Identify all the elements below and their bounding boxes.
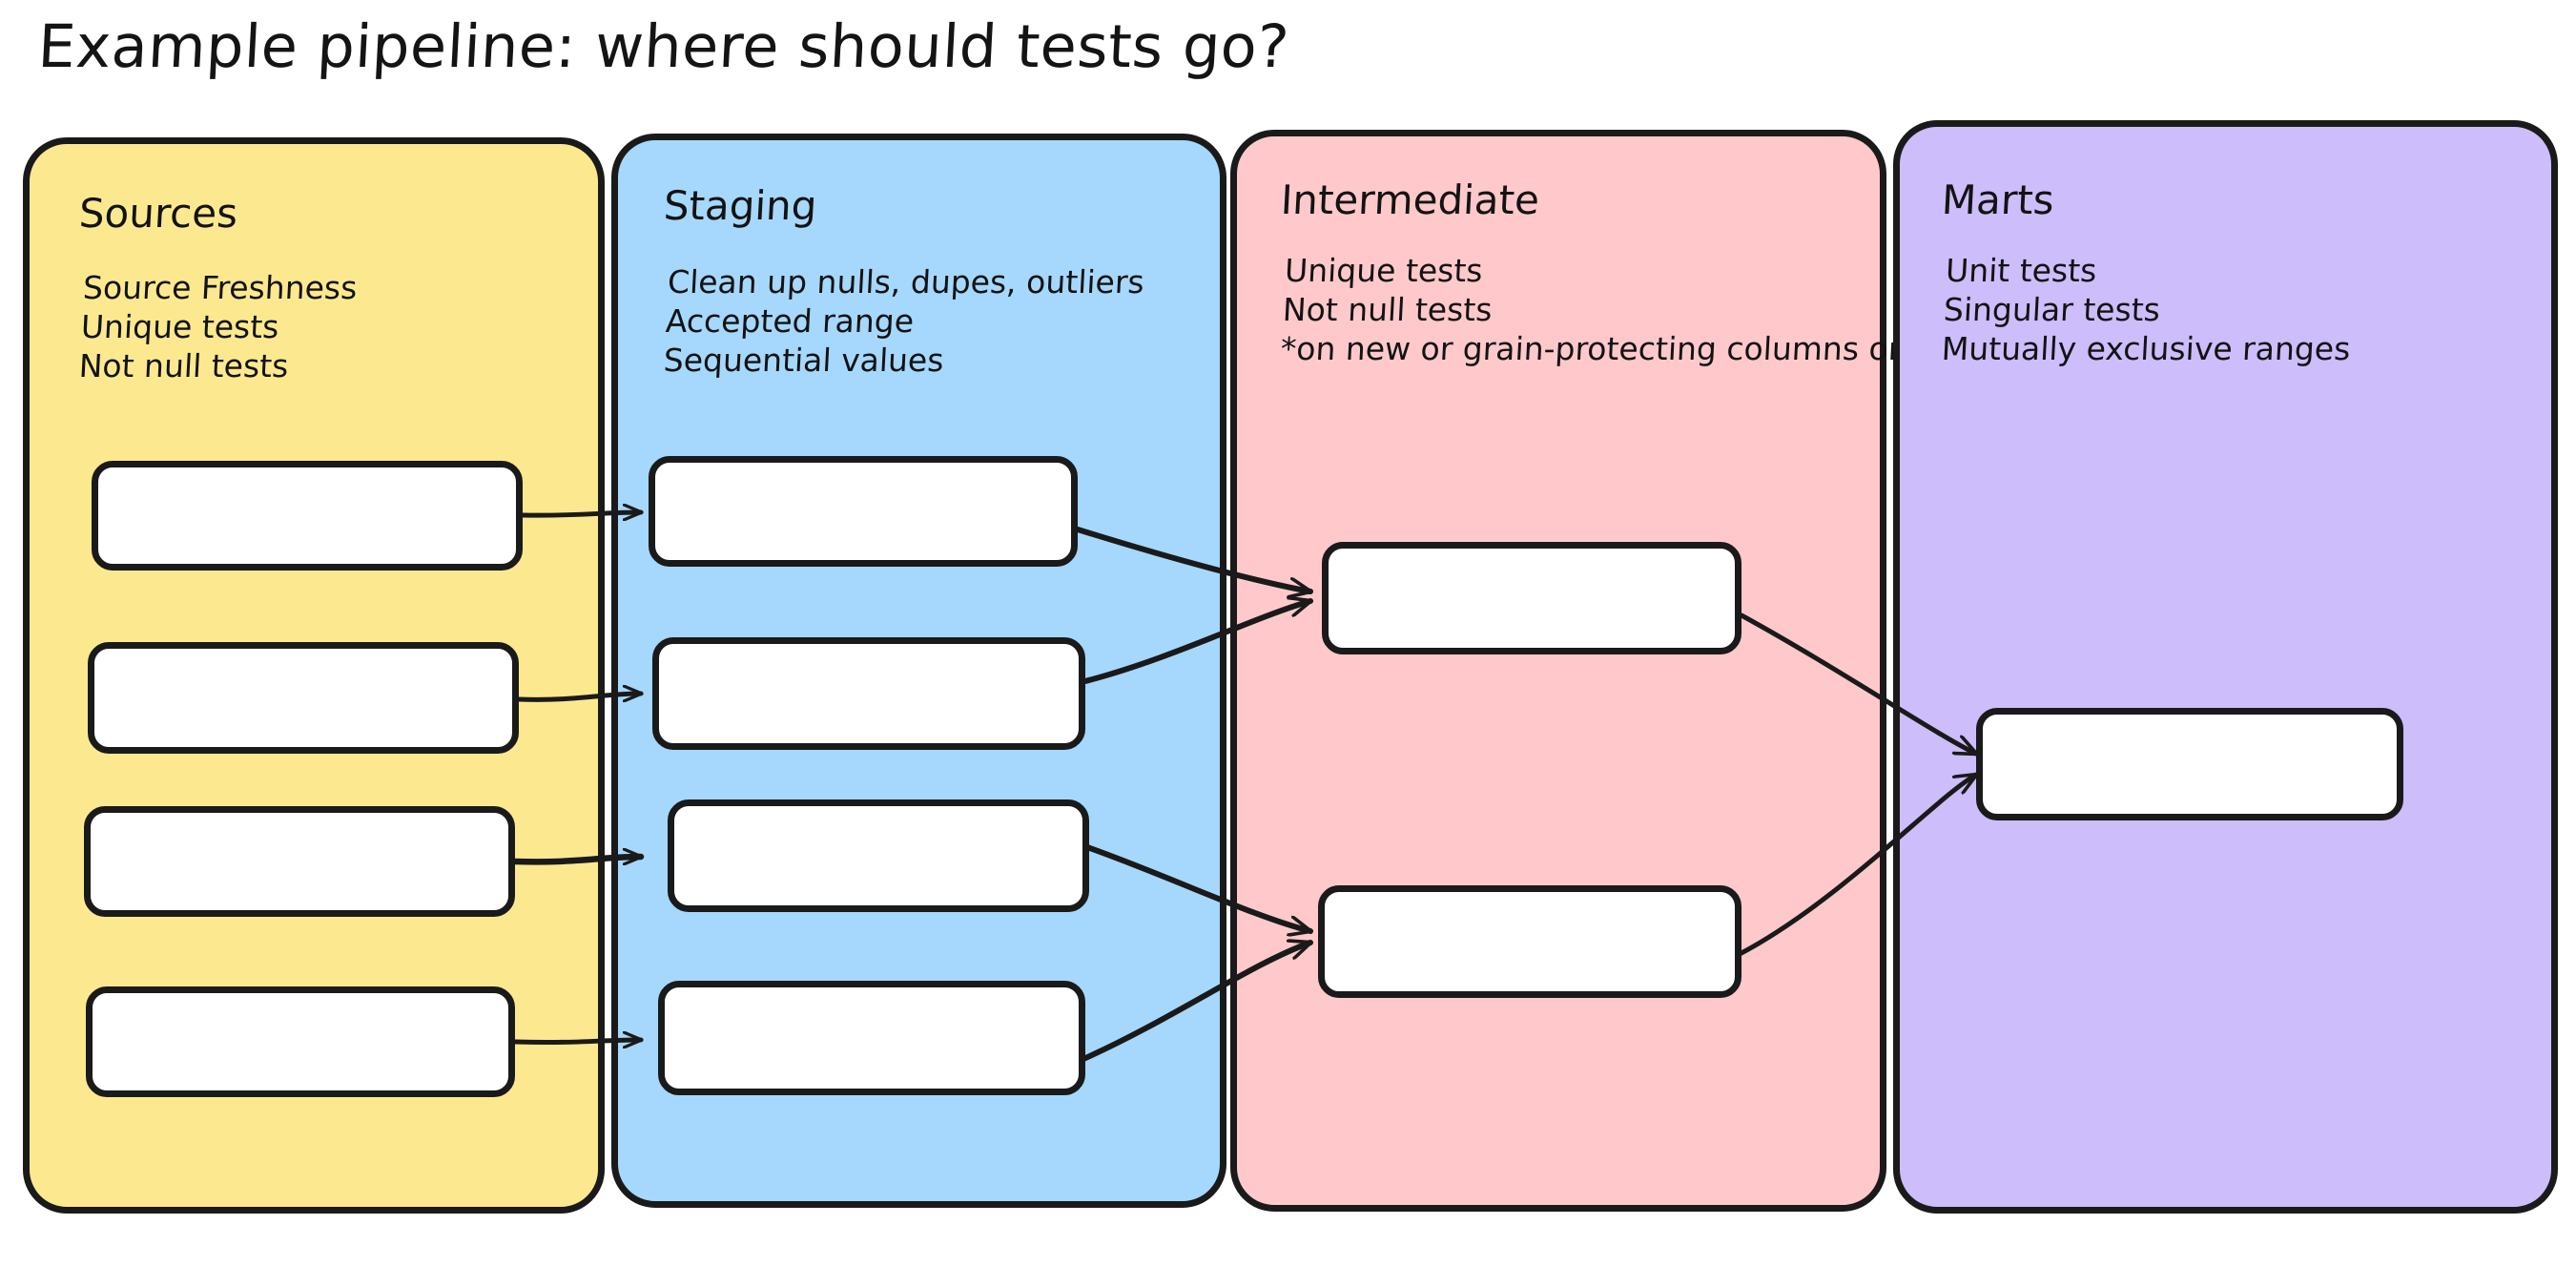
node-int-1[interactable] bbox=[1322, 542, 1741, 654]
lane-intermediate-note-3: *on new or grain-protecting columns only bbox=[1279, 330, 1937, 367]
lane-staging-note-1: Clean up nulls, dupes, outliers bbox=[667, 263, 1145, 301]
node-src-4[interactable] bbox=[86, 986, 515, 1097]
lane-staging-title: Staging bbox=[662, 182, 818, 229]
lane-intermediate-title: Intermediate bbox=[1279, 176, 1541, 223]
lane-marts-title: Marts bbox=[1940, 176, 2055, 223]
lane-staging-notes: Clean up nulls, dupes, outliers Accepted… bbox=[663, 262, 1145, 380]
node-src-3[interactable] bbox=[84, 806, 515, 917]
node-stg-3[interactable] bbox=[668, 799, 1089, 912]
lane-sources-note-1: Source Freshness bbox=[82, 269, 359, 306]
node-int-2[interactable] bbox=[1318, 885, 1741, 998]
lane-sources-title: Sources bbox=[77, 190, 239, 237]
lane-intermediate-note-1: Unique tests bbox=[1284, 252, 1484, 289]
lane-sources-note-2: Unique tests bbox=[79, 308, 280, 345]
node-mart-1[interactable] bbox=[1976, 708, 2403, 820]
lane-staging-note-2: Accepted range bbox=[664, 302, 916, 340]
lane-marts-note-3: Mutually exclusive ranges bbox=[1940, 330, 2352, 367]
lane-intermediate[interactable]: Intermediate Unique tests Not null tests… bbox=[1230, 130, 1936, 1212]
node-src-2[interactable] bbox=[88, 642, 519, 754]
page-title: Example pipeline: where should tests go? bbox=[36, 11, 1291, 81]
lane-marts-notes: Unit tests Singular tests Mutually exclu… bbox=[1941, 251, 2356, 368]
lane-intermediate-note-2: Not null tests bbox=[1281, 291, 1494, 328]
lane-marts-note-1: Unit tests bbox=[1945, 252, 2098, 289]
lane-sources-note-3: Not null tests bbox=[77, 347, 290, 384]
lane-intermediate-notes: Unique tests Not null tests *on new or g… bbox=[1280, 251, 1941, 368]
node-stg-1[interactable] bbox=[649, 456, 1078, 567]
lane-staging-note-3: Sequential values bbox=[662, 342, 945, 379]
node-stg-4[interactable] bbox=[658, 981, 1085, 1095]
node-src-1[interactable] bbox=[92, 461, 523, 571]
node-stg-2[interactable] bbox=[652, 637, 1085, 750]
lane-sources-notes: Source Freshness Unique tests Not null t… bbox=[78, 268, 359, 385]
lane-marts-note-2: Singular tests bbox=[1942, 291, 2161, 328]
lane-marts[interactable]: Marts Unit tests Singular tests Mutually… bbox=[1893, 120, 2558, 1214]
